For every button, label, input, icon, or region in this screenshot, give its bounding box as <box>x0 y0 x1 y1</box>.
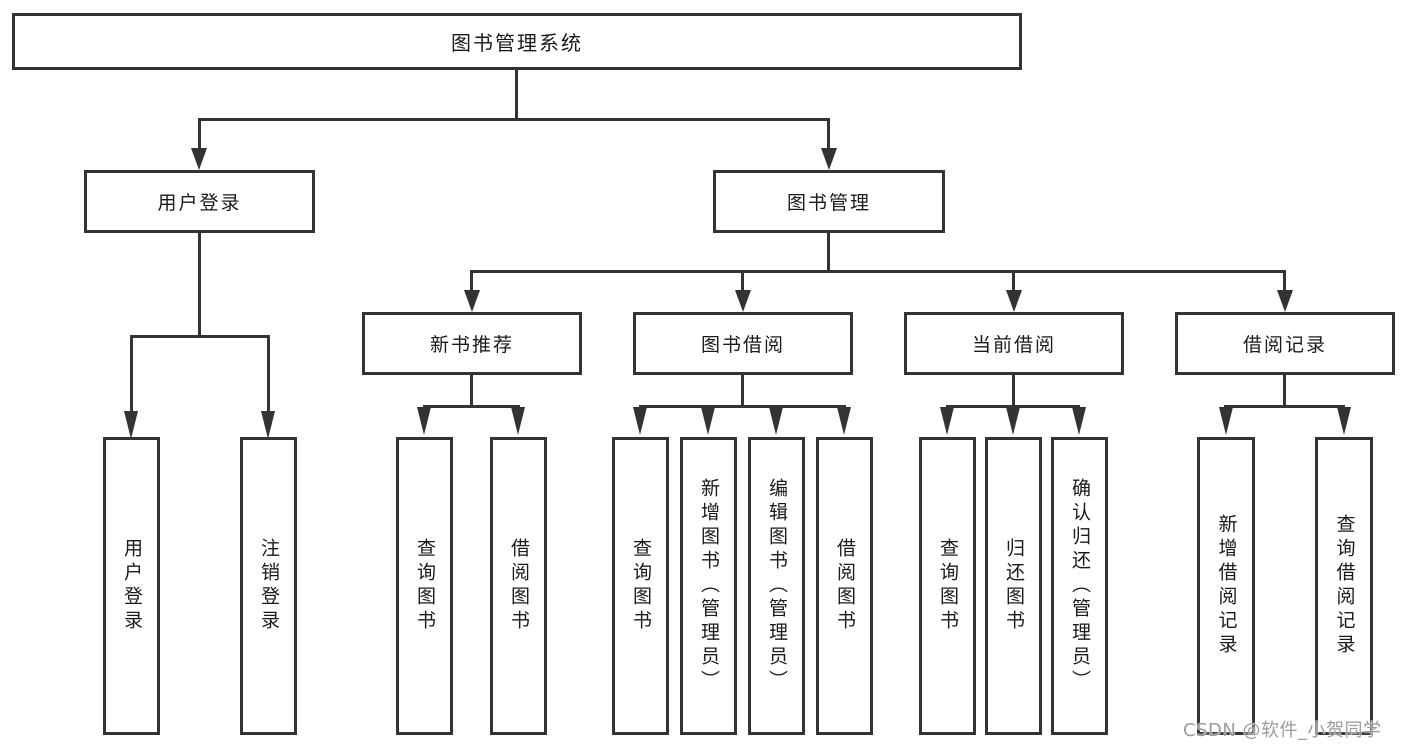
arrow-down-icon <box>1219 407 1233 435</box>
leaf-cb-query-books-label: 查询图书 <box>937 538 959 634</box>
connector-line <box>470 270 1286 273</box>
node-current-borrow: 当前借阅 <box>904 312 1124 375</box>
leaf-cb-return-books-label: 归还图书 <box>1003 538 1025 634</box>
node-new-book-recommend-label: 新书推荐 <box>429 334 514 356</box>
leaf-logout-label: 注销登录 <box>258 538 280 634</box>
leaf-bb-add-books-admin-label: 新增图书（管理员） <box>698 478 720 694</box>
connector-line <box>1283 375 1286 407</box>
connector-line <box>470 270 473 292</box>
arrow-down-icon <box>417 407 431 435</box>
leaf-nbr-borrow-books: 借阅图书 <box>490 437 547 735</box>
arrow-down-icon <box>464 290 480 312</box>
leaf-bb-edit-books-admin: 编辑图书（管理员） <box>748 437 805 735</box>
node-root-label: 图书管理系统 <box>451 31 583 55</box>
connector-line <box>946 405 1080 408</box>
arrow-down-icon <box>1072 407 1086 435</box>
connector-line <box>1283 270 1286 292</box>
arrow-down-icon <box>1337 407 1351 435</box>
connector-line <box>130 335 270 338</box>
leaf-br-add-record-label: 新增借阅记录 <box>1215 514 1238 658</box>
arrow-down-icon <box>191 148 207 170</box>
arrow-down-icon <box>735 290 751 312</box>
node-new-book-recommend: 新书推荐 <box>362 312 582 375</box>
leaf-bb-borrow-books: 借阅图书 <box>816 437 873 735</box>
leaf-user-login: 用户登录 <box>103 437 160 735</box>
arrow-down-icon <box>511 407 525 435</box>
node-borrow-record: 借阅记录 <box>1175 312 1395 375</box>
leaf-user-login-label: 用户登录 <box>121 538 143 634</box>
leaf-bb-edit-books-admin-label: 编辑图书（管理员） <box>766 478 788 694</box>
leaf-br-query-record: 查询借阅记录 <box>1315 437 1373 735</box>
leaf-nbr-query-books-label: 查询图书 <box>414 538 436 634</box>
leaf-bb-query-books: 查询图书 <box>612 437 669 735</box>
connector-line <box>827 233 830 272</box>
node-borrow-record-label: 借阅记录 <box>1242 334 1327 356</box>
leaf-nbr-query-books: 查询图书 <box>396 437 453 735</box>
node-book-borrow: 图书借阅 <box>633 312 853 375</box>
connector-line <box>741 270 744 292</box>
node-user-login: 用户登录 <box>84 170 315 233</box>
leaf-cb-confirm-return-admin-label: 确认归还（管理员） <box>1069 478 1091 694</box>
node-root-library-management-system: 图书管理系统 <box>12 13 1022 70</box>
arrow-down-icon <box>940 407 954 435</box>
connector-line <box>130 335 133 415</box>
leaf-cb-return-books: 归还图书 <box>985 437 1042 735</box>
arrow-down-icon <box>1006 407 1020 435</box>
connector-line <box>741 375 744 407</box>
connector-line <box>423 405 520 408</box>
connector-line <box>470 375 473 407</box>
connector-line <box>639 405 846 408</box>
arrow-down-icon <box>821 148 837 170</box>
leaf-cb-confirm-return-admin: 确认归还（管理员） <box>1051 437 1108 735</box>
leaf-br-add-record: 新增借阅记录 <box>1197 437 1255 735</box>
leaf-br-query-record-label: 查询借阅记录 <box>1333 514 1356 658</box>
arrow-down-icon <box>837 407 851 435</box>
arrow-down-icon <box>769 407 783 435</box>
leaf-nbr-borrow-books-label: 借阅图书 <box>508 538 530 634</box>
leaf-bb-query-books-label: 查询图书 <box>630 538 652 634</box>
connector-line <box>827 118 830 152</box>
connector-line <box>198 118 830 121</box>
connector-line <box>198 118 201 152</box>
node-book-management-label: 图书管理 <box>786 192 871 214</box>
leaf-logout: 注销登录 <box>240 437 297 735</box>
leaf-cb-query-books: 查询图书 <box>919 437 976 735</box>
arrow-down-icon <box>1006 290 1022 312</box>
node-user-login-label: 用户登录 <box>157 192 242 214</box>
connector-line <box>1012 270 1015 292</box>
arrow-down-icon <box>701 407 715 435</box>
node-current-borrow-label: 当前借阅 <box>971 334 1056 356</box>
csdn-watermark: CSDN @软件_小贺同学 <box>1183 720 1382 741</box>
arrow-down-icon <box>124 411 138 439</box>
leaf-bb-borrow-books-label: 借阅图书 <box>834 538 856 634</box>
arrow-down-icon <box>633 407 647 435</box>
node-book-borrow-label: 图书借阅 <box>700 334 785 356</box>
connector-line <box>198 233 201 337</box>
connector-line <box>1012 375 1015 407</box>
connector-line <box>515 70 518 120</box>
arrow-down-icon <box>261 411 275 439</box>
arrow-down-icon <box>1277 290 1293 312</box>
connector-line <box>267 335 270 415</box>
leaf-bb-add-books-admin: 新增图书（管理员） <box>680 437 737 735</box>
node-book-management: 图书管理 <box>713 170 945 233</box>
connector-line <box>1224 405 1345 408</box>
